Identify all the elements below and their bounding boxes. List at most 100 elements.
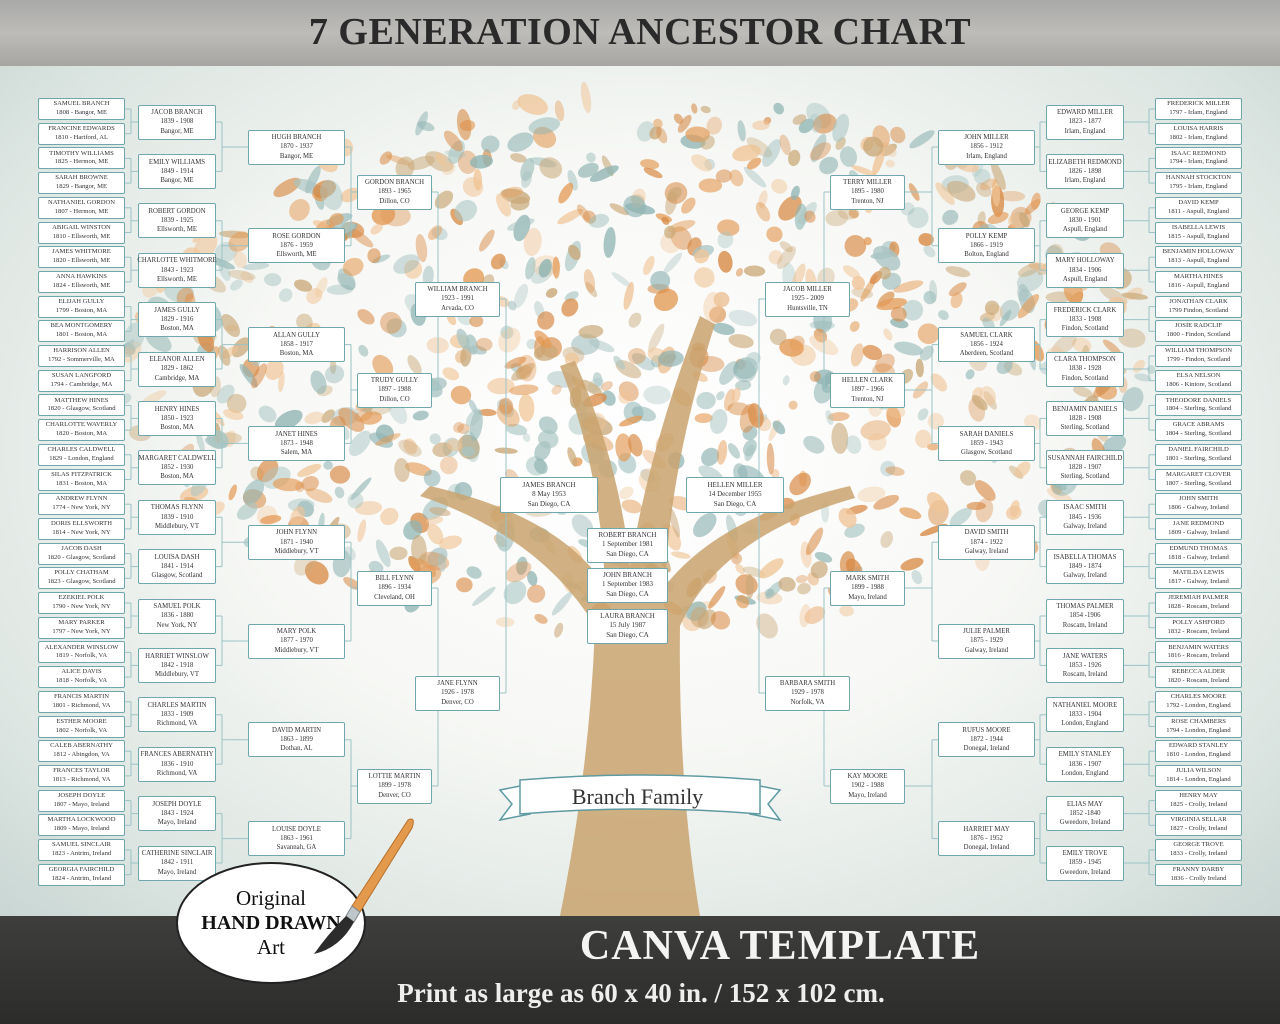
leaf-blob [324,365,345,384]
person-detail: Dillon, CO [379,395,410,403]
person-name: ABIGAIL WINSTON [52,223,111,231]
leaf-blob [511,363,535,381]
leaf-blob [1030,192,1041,210]
person-name: SARAH DANIELS [959,430,1014,438]
leaf-blob [1072,386,1093,398]
leaf-blob [456,577,473,593]
person-detail: 1807 - Mayo, Ireland [53,800,110,808]
person-detail: 1824 - Ellsworth, ME [52,281,111,289]
leaf-blob [803,435,825,454]
leaf-blob [323,460,334,470]
leaf-blob [554,100,565,122]
leaf-blob [643,385,671,405]
person-detail: 1807 - Sterling, Scotland [1165,479,1232,487]
leaf-blob [517,94,548,115]
leaf-blob [890,126,906,144]
person-detail: Findon, Scotland [1061,374,1109,382]
leaf-blob [510,196,530,211]
person-name: JACOB DASH [61,544,102,552]
leaf-blob [938,310,949,321]
leaf-blob [746,137,773,158]
person-detail: Mayo, Ireland [848,791,887,799]
person-detail: 1820 - Glasgow, Scotland [47,405,116,413]
leaf-blob [329,465,351,484]
person-detail: 1817 - Galway, Ireland [1168,578,1229,586]
leaf-blob [460,446,475,457]
leaf-blob [509,384,539,396]
leaf-blob [838,206,860,220]
leaf-blob [321,409,335,423]
person-detail: Irlam, England [1064,127,1106,135]
leaf-blob [765,581,783,600]
leaf-blob [618,381,639,402]
person-name: JACOB BRANCH [151,109,203,117]
person-detail: 1923 - 1991 [441,295,474,303]
person-detail: Glasgow, Scotland [961,448,1012,456]
person-detail: 1828 - 1908 [1068,414,1102,422]
leaf-blob [923,245,936,258]
leaf-blob [407,355,422,375]
leaf-blob [696,391,716,410]
leaf-blob [326,284,354,295]
leaf-blob [457,314,472,326]
leaf-blob [554,622,564,638]
leaf-blob [434,190,454,209]
leaf-blob [370,223,383,235]
leaf-blob [551,384,562,395]
leaf-blob [557,208,584,225]
leaf-blob [745,352,761,367]
person-name: EDWARD STANLEY [1168,742,1229,750]
leaf-blob [971,395,988,411]
leaf-blob [503,580,527,605]
person-detail: Trenton, NJ [851,197,884,205]
leaf-blob [278,288,293,302]
footer-headline: CANVA TEMPLATE [579,923,981,969]
leaf-blob [832,113,850,143]
leaf-blob [778,576,796,592]
person-detail: 1818 - Norfolk, VA [55,677,108,685]
person-detail: Denver, CO [441,698,474,706]
person-detail: 1819 - Norfolk, VA [55,652,108,660]
leaf-blob [290,505,305,527]
leaf-blob [236,502,258,520]
leaf-blob [505,561,532,583]
person-name: JOHN BRANCH [603,570,652,579]
leaf-blob [809,371,821,383]
person-detail: 1790 - New York, NY [52,603,111,610]
person-detail: 1854 -1906 [1069,612,1101,620]
leaf-blob [443,130,463,152]
leaf-blob [653,288,679,312]
leaf-blob [564,291,579,302]
footer-print-size: Print as large as 60 x 40 in. / 152 x 10… [397,978,885,1008]
leaf-blob [228,231,251,252]
person-name: MARY HOLLOWAY [1055,257,1115,265]
leaf-blob [231,337,251,358]
leaf-blob [982,317,995,331]
person-detail: Boston, MA [160,423,194,431]
leaf-blob [880,460,896,477]
person-name: ISABELLA THOMAS [1053,553,1117,561]
person-detail: 1814 - New York, NY [52,528,111,536]
leaf-blob [694,249,710,264]
person-name: MARGARET CLOVER [1166,470,1231,478]
leaf-blob [902,299,924,321]
leaf-blob [880,531,893,548]
leaf-blob [623,281,634,310]
person-name: CHARLES MARTIN [147,702,207,710]
leaf-blob [585,282,598,298]
leaf-blob [507,300,517,311]
leaf-blob [1017,263,1041,277]
leaf-blob [809,113,822,133]
person-name: HARRIET MAY [963,825,1010,833]
